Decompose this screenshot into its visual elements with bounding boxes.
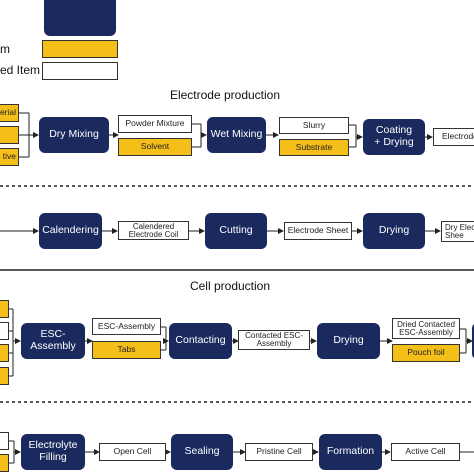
item-row3-2 — [0, 322, 9, 340]
input-row3-1 — [0, 300, 9, 318]
process-contacting: Contacting — [169, 323, 232, 359]
item-powder-mixture: Powder Mixture — [118, 115, 192, 133]
legend-process-swatch — [44, 0, 116, 36]
input-material: erial — [0, 104, 19, 122]
input-pouch-foil: Pouch foil — [392, 344, 460, 362]
process-calendering: Calendering — [39, 213, 102, 249]
item-active-cell: Active Cell — [391, 443, 460, 461]
legend-item-label: ed Item — [0, 63, 41, 77]
input-tabs: Tabs — [92, 341, 161, 359]
item-dried-contacted-esc-assembly: Dried Contacted ESC-Assembly — [392, 318, 460, 339]
item-open-cell: Open Cell — [99, 443, 166, 461]
legend-input-label: m — [0, 42, 10, 56]
item-row4-1 — [0, 432, 9, 450]
input-additive-2 — [0, 126, 19, 144]
process-drying-cell: Drying — [317, 323, 380, 359]
item-dry-electrode-sheet: Dry Elec Shee — [441, 221, 474, 242]
process-esc-assembly: ESC- Assembly — [21, 323, 85, 359]
item-electrode-sheet: Electrode Sheet — [284, 222, 352, 240]
process-cutting: Cutting — [205, 213, 267, 249]
input-solvent: Solvent — [118, 138, 192, 156]
input-row3-4 — [0, 367, 9, 385]
process-next-edge — [472, 323, 474, 359]
input-additive: tive — [0, 148, 19, 166]
input-row4-2 — [0, 454, 9, 472]
item-electrode: Electrode — [433, 128, 474, 146]
item-calendered-electrode-coil: Calendered Electrode Coil — [118, 221, 189, 240]
item-slurry: Slurry — [279, 117, 349, 134]
input-substrate: Substrate — [279, 139, 349, 156]
section-title-cell: Cell production — [189, 279, 271, 293]
item-contacted-esc-assembly: Contacted ESC- Assembly — [238, 330, 310, 350]
section-title-electrode: Electrode production — [169, 88, 281, 102]
input-row3-3 — [0, 344, 9, 362]
legend-item-swatch — [42, 62, 118, 80]
process-coating-drying: Coating + Drying — [363, 119, 425, 155]
process-drying-electrode: Drying — [363, 213, 425, 249]
item-pristine-cell: Pristine Cell — [245, 443, 313, 461]
process-wet-mixing: Wet Mixing — [207, 117, 266, 153]
process-formation: Formation — [319, 434, 382, 470]
process-sealing: Sealing — [171, 434, 233, 470]
item-esc-assembly: ESC-Assembly — [92, 318, 161, 335]
legend-input-swatch — [42, 40, 118, 58]
process-electrolyte-filling: Electrolyte Filling — [21, 434, 85, 470]
process-dry-mixing: Dry Mixing — [39, 117, 109, 153]
